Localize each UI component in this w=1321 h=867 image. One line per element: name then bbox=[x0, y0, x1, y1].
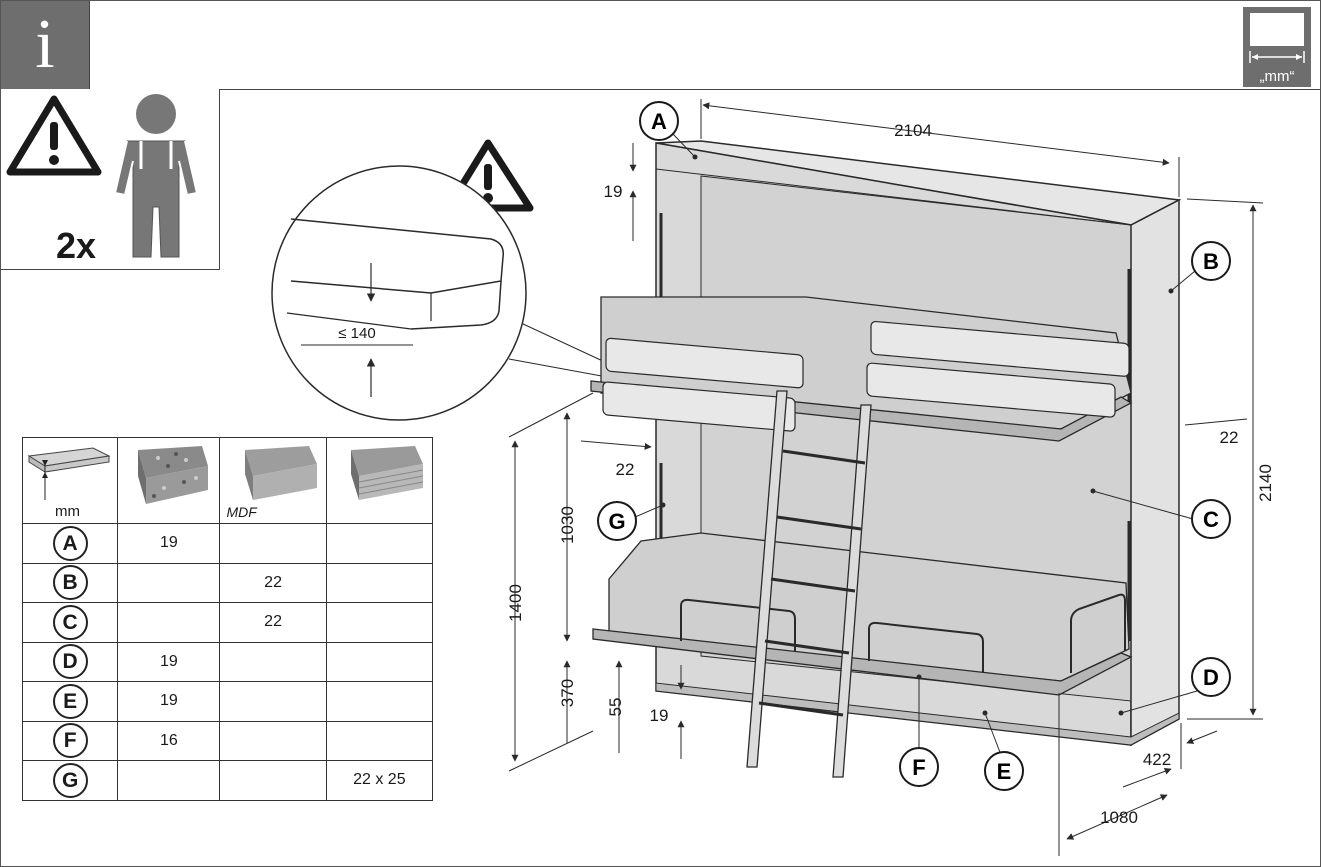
wood-thickness bbox=[325, 720, 434, 761]
particle-board-icon bbox=[137, 446, 208, 504]
part-label: E bbox=[52, 683, 88, 719]
part-label: C bbox=[52, 604, 88, 640]
mdf-label: MDF bbox=[226, 504, 257, 520]
max-height-label: ≤ 140 bbox=[338, 325, 375, 342]
wood-thickness: 22 x 25 bbox=[325, 760, 434, 801]
svg-text:D: D bbox=[1203, 665, 1219, 690]
warning-triangle-icon bbox=[6, 95, 102, 176]
mdf-thickness bbox=[219, 681, 327, 722]
materials-row: F 16 bbox=[21, 720, 434, 761]
upper-bed bbox=[590, 296, 1133, 442]
svg-text:E: E bbox=[997, 759, 1012, 784]
wood-thickness bbox=[325, 562, 434, 603]
dimension-upper-clearance: 1030 bbox=[558, 506, 577, 544]
callout-e: E bbox=[982, 710, 1024, 791]
mdf-thickness bbox=[219, 760, 327, 801]
wood-thickness bbox=[325, 681, 434, 722]
mdf-thickness: 22 bbox=[219, 602, 327, 643]
svg-text:B: B bbox=[1203, 249, 1219, 274]
mdf-thickness bbox=[219, 523, 327, 564]
materials-row: E 19 bbox=[21, 681, 434, 722]
particle-thickness bbox=[117, 760, 221, 801]
dimension-cabinet-depth: 422 bbox=[1143, 750, 1171, 769]
materials-table: mm MDF bbox=[21, 437, 434, 801]
particle-thickness bbox=[117, 562, 221, 603]
particle-thickness: 19 bbox=[117, 641, 221, 682]
info-icon: i bbox=[1, 1, 90, 90]
dimension-back-inset: 22 bbox=[1220, 428, 1239, 447]
part-label: F bbox=[52, 723, 88, 759]
unit-screen bbox=[1250, 13, 1304, 46]
ladder bbox=[746, 390, 872, 778]
lower-bed bbox=[592, 532, 1133, 696]
dimension-upper-bed: 1400 bbox=[506, 584, 525, 622]
solid-wood-icon bbox=[351, 446, 424, 500]
wood-thickness bbox=[325, 602, 434, 643]
dimension-top-thickness: 19 bbox=[604, 182, 623, 201]
wood-thickness bbox=[325, 641, 434, 682]
particle-board-header bbox=[117, 437, 221, 524]
persons-count: 2x bbox=[56, 225, 97, 266]
board-thickness-icon bbox=[27, 447, 111, 500]
person-icon bbox=[113, 94, 199, 258]
materials-header-row: mm MDF bbox=[21, 437, 434, 524]
part-label: B bbox=[52, 565, 88, 601]
dimension-plinth: 55 bbox=[606, 698, 625, 717]
measure-mm-icon: „mm“ bbox=[1243, 7, 1311, 87]
mdf-header: MDF bbox=[219, 437, 327, 524]
part-label: D bbox=[52, 644, 88, 680]
detail-magnifier: ≤ 140 bbox=[271, 165, 608, 421]
mdf-thickness bbox=[219, 720, 327, 761]
unit-label: „mm“ bbox=[1259, 68, 1295, 85]
thickness-header: mm bbox=[21, 437, 119, 524]
callout-d: D bbox=[1118, 657, 1231, 716]
materials-row: C 22 bbox=[21, 602, 434, 643]
dimension-bottom-thickness: 19 bbox=[650, 706, 669, 725]
part-label: G bbox=[52, 762, 88, 798]
unit-arrow bbox=[1249, 51, 1305, 63]
materials-row: G 22 x 25 bbox=[21, 760, 434, 801]
svg-text:F: F bbox=[912, 755, 925, 780]
mdf-board-icon bbox=[245, 446, 318, 500]
dimension-width: 2104 bbox=[894, 121, 932, 140]
thickness-unit: mm bbox=[55, 503, 80, 520]
particle-thickness: 19 bbox=[117, 523, 221, 564]
materials-row: B 22 bbox=[21, 562, 434, 603]
dimension-height: 2140 bbox=[1256, 464, 1275, 502]
dimension-lower-bed: 370 bbox=[558, 679, 577, 707]
svg-text:C: C bbox=[1203, 507, 1219, 532]
dimension-depth: 1080 bbox=[1100, 808, 1138, 827]
materials-row: D 19 bbox=[21, 641, 434, 682]
header-divider bbox=[89, 89, 1320, 90]
svg-text:A: A bbox=[651, 109, 667, 134]
particle-thickness: 19 bbox=[117, 681, 221, 722]
wood-thickness bbox=[325, 523, 434, 564]
two-person-warning bbox=[1, 89, 220, 270]
callout-g: G bbox=[597, 501, 666, 541]
part-label: A bbox=[52, 525, 88, 561]
solid-wood-header bbox=[325, 437, 434, 524]
callout-f: F bbox=[899, 674, 939, 787]
callout-c: C bbox=[1090, 488, 1231, 539]
particle-thickness bbox=[117, 602, 221, 643]
particle-thickness: 16 bbox=[117, 720, 221, 761]
dimension-lines bbox=[508, 99, 1264, 856]
svg-text:G: G bbox=[608, 509, 625, 534]
materials-row: A 19 bbox=[21, 523, 434, 564]
callout-b: B bbox=[1168, 241, 1231, 294]
callout-a: A bbox=[639, 101, 698, 160]
mdf-thickness bbox=[219, 641, 327, 682]
dimension-side-thickness: 22 bbox=[616, 460, 635, 479]
mdf-thickness: 22 bbox=[219, 562, 327, 603]
